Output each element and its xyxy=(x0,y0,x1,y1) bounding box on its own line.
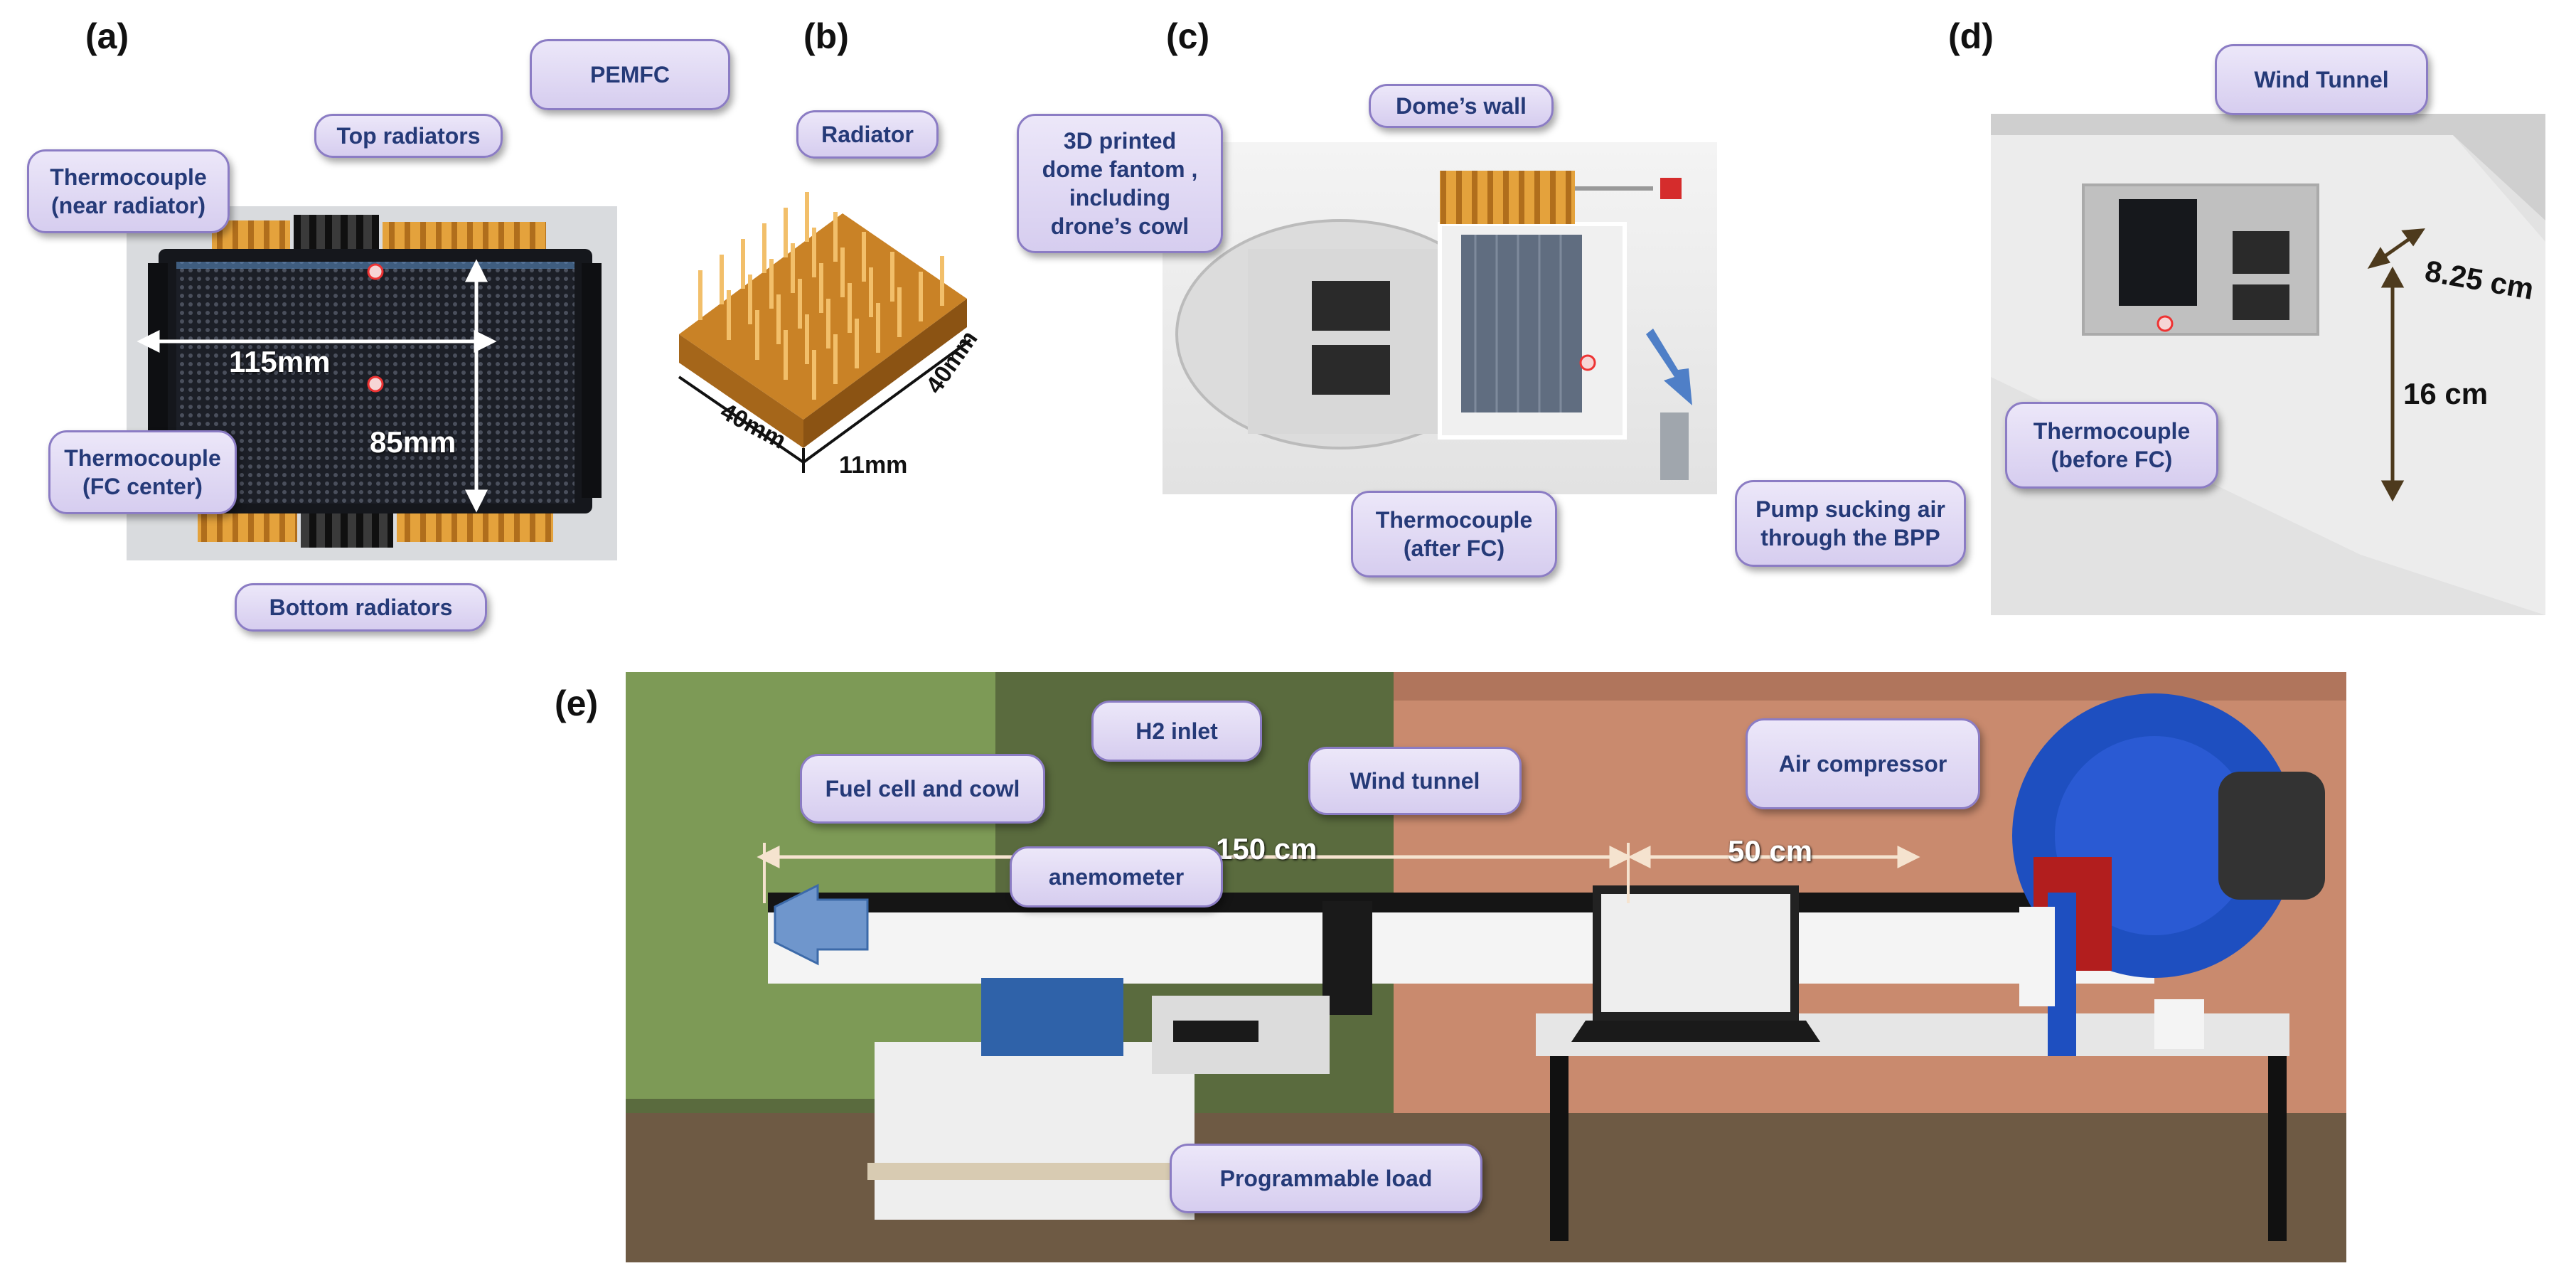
callout-top-radiators: Top radiators xyxy=(314,114,503,158)
radiator-height-label: 11mm xyxy=(839,452,908,479)
callout-domes-wall: Dome’s wall xyxy=(1369,84,1554,128)
radiator-depth-label: 40mm xyxy=(920,326,983,399)
length-150-label: 150 cm xyxy=(1216,832,1318,866)
callout-3d-printed-dome: 3D printed dome fantom , including drone… xyxy=(1017,114,1223,253)
wind-tunnel-drawing xyxy=(1991,114,2545,615)
tunnel-height-label: 16 cm xyxy=(2403,377,2489,410)
callout-programmable-load: Programmable load xyxy=(1170,1144,1482,1213)
dimension-width-label: 115mm xyxy=(229,345,331,378)
callout-thermocouple-near-radiator: Thermocouple (near radiator) xyxy=(27,149,230,233)
callout-fuel-cell-cowl: Fuel cell and cowl xyxy=(800,754,1045,824)
dome-photo xyxy=(1163,142,1717,494)
experimental-setup-photo xyxy=(626,672,2346,1262)
callout-wind-tunnel-e: Wind tunnel xyxy=(1308,747,1522,815)
panel-label-c: (c) xyxy=(1166,16,1210,56)
callout-thermocouple-before-fc: Thermocouple (before FC) xyxy=(2005,402,2218,489)
callout-pump: Pump sucking air through the BPP xyxy=(1735,480,1966,567)
callout-thermocouple-after-fc: Thermocouple (after FC) xyxy=(1351,491,1557,577)
callout-anemometer: anemometer xyxy=(1010,846,1223,907)
dome-drawing xyxy=(1175,171,1692,480)
panel-label-a: (a) xyxy=(85,16,129,56)
panel-label-d: (d) xyxy=(1948,16,1994,56)
callout-bottom-radiators: Bottom radiators xyxy=(235,583,487,632)
panel-label-e: (e) xyxy=(555,683,599,723)
callout-h2-inlet: H2 inlet xyxy=(1091,701,1262,762)
callout-pemfc: PEMFC xyxy=(530,39,730,110)
wind-tunnel-photo xyxy=(1991,114,2545,615)
callout-wind-tunnel-d: Wind Tunnel xyxy=(2215,44,2428,115)
radiator-width-label: 40mm xyxy=(716,398,791,454)
callout-thermocouple-fc-center: Thermocouple (FC center) xyxy=(48,430,237,514)
dimension-height-label: 85mm xyxy=(370,425,456,459)
length-50-label: 50 cm xyxy=(1728,834,1813,868)
fuel-cell-photo xyxy=(127,206,617,560)
fuel-cell-drawing xyxy=(137,215,602,548)
panel-label-b: (b) xyxy=(803,16,849,56)
callout-radiator: Radiator xyxy=(796,110,939,159)
callout-air-compressor: Air compressor xyxy=(1746,718,1980,809)
